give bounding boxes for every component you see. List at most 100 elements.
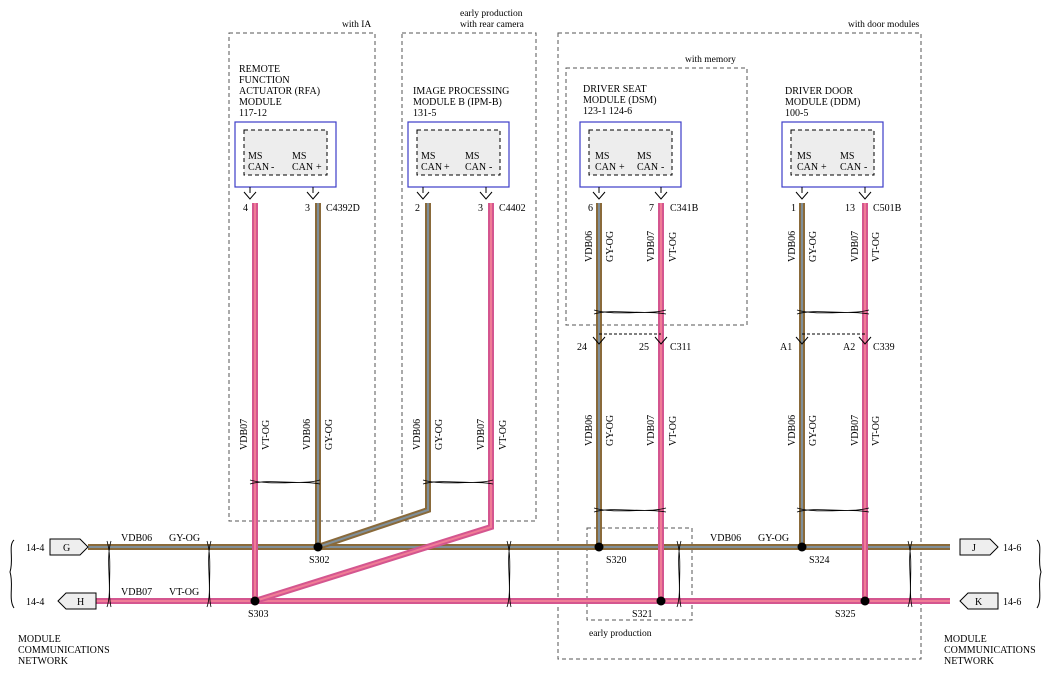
- connector-chevrons: [243, 187, 872, 345]
- svg-text:+: +: [444, 162, 450, 173]
- splice-label-s324: S324: [809, 555, 830, 566]
- dsm-pin-a: 6: [588, 203, 593, 214]
- svg-text:NETWORK: NETWORK: [944, 656, 995, 667]
- bus-left-vtog-label: VT-OG: [169, 587, 199, 598]
- rfa-pin-b: 3: [305, 203, 310, 214]
- door-modules-option-box: [557, 32, 922, 660]
- svg-text:VT-OG: VT-OG: [668, 232, 679, 262]
- ddm-pin-a: 1: [791, 203, 796, 214]
- svg-text:MODULE: MODULE: [944, 634, 987, 645]
- svg-text:123-1 124-6: 123-1 124-6: [583, 106, 632, 117]
- right-network-label: MODULE COMMUNICATIONS NETWORK: [944, 634, 1036, 667]
- ia-option-box: [228, 32, 376, 522]
- svg-text:COMMUNICATIONS: COMMUNICATIONS: [18, 645, 110, 656]
- ipm-connector-id: C4402: [499, 203, 526, 214]
- ddm-module-box: MS CAN + MS CAN -: [781, 121, 884, 188]
- group-label-rear-camera-2: with rear camera: [460, 20, 525, 30]
- svg-text:-: -: [489, 162, 492, 173]
- svg-text:+: +: [821, 162, 827, 173]
- svg-text:VDB07: VDB07: [476, 419, 487, 450]
- svg-text:VDB07: VDB07: [239, 419, 250, 450]
- svg-text:MS: MS: [421, 151, 435, 162]
- left-network-label: MODULE COMMUNICATIONS NETWORK: [18, 634, 110, 667]
- group-label-ia: with IA: [342, 20, 371, 30]
- svg-text:NETWORK: NETWORK: [18, 656, 69, 667]
- group-label-rear-camera-1: early production: [460, 9, 523, 19]
- svg-text:MS: MS: [797, 151, 811, 162]
- svg-text:+: +: [619, 162, 625, 173]
- memory-option-box: [565, 67, 748, 326]
- svg-text:K: K: [975, 597, 983, 608]
- svg-text:MODULE: MODULE: [239, 97, 282, 108]
- svg-text:+: +: [316, 162, 322, 173]
- ipm-pin-b: 3: [478, 203, 483, 214]
- ref-left-g: 14-4: [26, 543, 44, 554]
- svg-text:MS: MS: [465, 151, 479, 162]
- svg-text:MS: MS: [840, 151, 854, 162]
- ipm-vdb06-wire: [317, 203, 431, 550]
- splice-label-s320: S320: [606, 555, 627, 566]
- svg-text:100-5: 100-5: [785, 108, 808, 119]
- rfa-module-box: MS CAN - MS CAN +: [234, 121, 337, 188]
- bus-left-vdb07-label: VDB07: [121, 587, 152, 598]
- svg-text:G: G: [63, 543, 70, 554]
- vertical-wire-labels: VDB07 VT-OG VDB06 GY-OG VDB06 GY-OG VDB0…: [239, 231, 882, 450]
- svg-text:COMMUNICATIONS: COMMUNICATIONS: [944, 645, 1036, 656]
- bus-right-gyog-label: GY-OG: [758, 533, 789, 544]
- connector-k[interactable]: K: [959, 592, 999, 610]
- svg-text:VDB07: VDB07: [850, 231, 861, 262]
- svg-text:IMAGE PROCESSING: IMAGE PROCESSING: [413, 86, 509, 97]
- splice-label-s303: S303: [248, 609, 269, 620]
- svg-text:VT-OG: VT-OG: [668, 416, 679, 446]
- svg-text:-: -: [864, 162, 867, 173]
- right-brace: [1036, 539, 1042, 609]
- connector-j[interactable]: J: [959, 538, 999, 556]
- svg-text:MS: MS: [292, 151, 306, 162]
- rear-camera-option-box: [401, 32, 537, 522]
- svg-text:MODULE B (IPM-B): MODULE B (IPM-B): [413, 97, 502, 108]
- svg-text:H: H: [77, 597, 84, 608]
- ipm-module-box: MS CAN + MS CAN -: [407, 121, 510, 188]
- svg-text:VDB07: VDB07: [850, 415, 861, 446]
- ref-right-k: 14-6: [1003, 597, 1021, 608]
- svg-text:VT-OG: VT-OG: [871, 232, 882, 262]
- twisted-pair-symbols: [106, 309, 913, 608]
- svg-text:CAN: CAN: [637, 162, 658, 173]
- svg-text:DRIVER SEAT: DRIVER SEAT: [583, 84, 647, 95]
- c339-connector-id: C339: [873, 342, 895, 353]
- svg-text:MODULE (DDM): MODULE (DDM): [785, 97, 860, 108]
- connector-h[interactable]: H: [57, 592, 97, 610]
- svg-text:-: -: [271, 162, 274, 173]
- svg-text:VT-OG: VT-OG: [871, 416, 882, 446]
- bus-left-vdb06-label: VDB06: [121, 533, 152, 544]
- svg-text:CAN: CAN: [595, 162, 616, 173]
- svg-text:REMOTE: REMOTE: [239, 64, 280, 75]
- svg-text:VDB06: VDB06: [584, 231, 595, 262]
- svg-text:GY-OG: GY-OG: [605, 415, 616, 446]
- svg-text:VT-OG: VT-OG: [498, 420, 509, 450]
- dsm-module-box: MS CAN + MS CAN -: [579, 121, 682, 188]
- connector-g[interactable]: G: [49, 538, 89, 556]
- c311-pin-a: 24: [577, 342, 587, 353]
- svg-text:VDB07: VDB07: [646, 415, 657, 446]
- splice-label-s321: S321: [632, 609, 653, 620]
- ddm-connector-id: C501B: [873, 203, 902, 214]
- rfa-pin-a: 4: [243, 203, 248, 214]
- ddm-module-label: DRIVER DOOR MODULE (DDM) 100-5: [785, 86, 860, 119]
- svg-text:CAN: CAN: [797, 162, 818, 173]
- svg-text:VDB06: VDB06: [787, 231, 798, 262]
- svg-text:MODULE (DSM): MODULE (DSM): [583, 95, 657, 106]
- svg-text:MODULE: MODULE: [18, 634, 61, 645]
- group-label-door-modules: with door modules: [848, 20, 920, 30]
- ipm-module-label: IMAGE PROCESSING MODULE B (IPM-B) 131-5: [413, 86, 509, 119]
- left-brace: [9, 539, 15, 609]
- svg-text:CAN: CAN: [465, 162, 486, 173]
- svg-text:GY-OG: GY-OG: [605, 231, 616, 262]
- svg-text:MS: MS: [637, 151, 651, 162]
- ddm-pin-b: 13: [845, 203, 855, 214]
- svg-text:GY-OG: GY-OG: [434, 419, 445, 450]
- svg-text:-: -: [661, 162, 664, 173]
- c339-pin-b: A2: [843, 342, 855, 353]
- ipm-pin-a: 2: [415, 203, 420, 214]
